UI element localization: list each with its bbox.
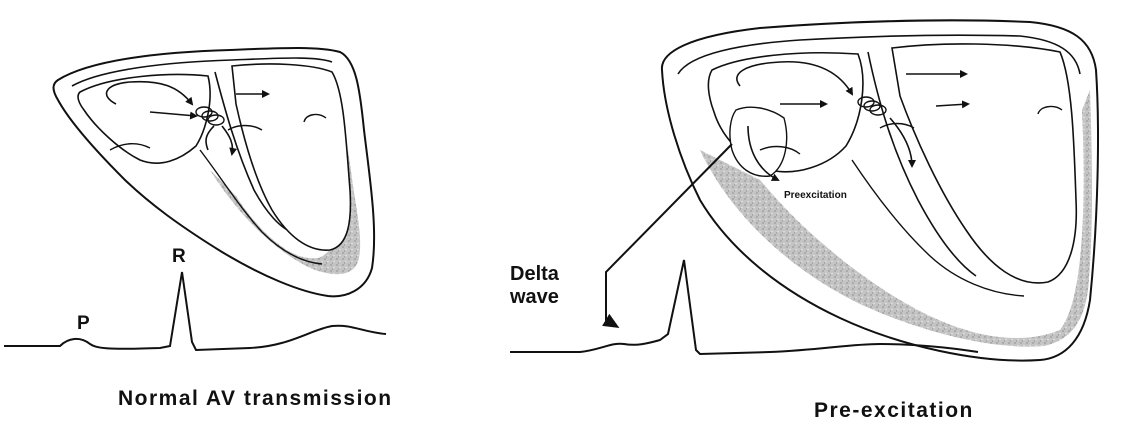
- r-wave-label: R: [172, 246, 186, 267]
- pathway-label: Preexcitation: [784, 190, 847, 201]
- p-wave-label: P: [77, 313, 90, 334]
- delta-label-line1: Delta: [510, 263, 560, 285]
- delta-label-line2: wave: [509, 286, 559, 308]
- caption-normal-av-transmission: Normal AV transmission: [118, 387, 393, 411]
- heart-preexcitation: Preexcitation: [662, 20, 1098, 360]
- heart-normal: [54, 48, 375, 296]
- caption-pre-excitation: Pre-excitation: [814, 399, 974, 423]
